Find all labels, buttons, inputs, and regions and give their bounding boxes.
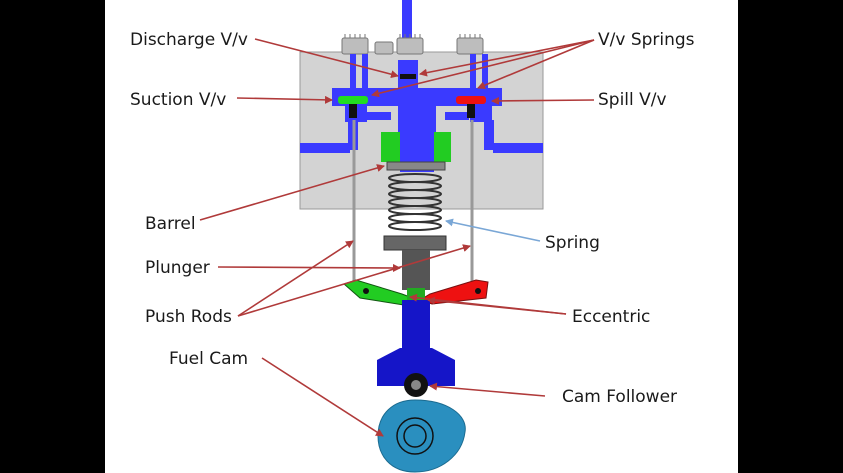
label-spring: Spring: [545, 233, 600, 253]
push-rods: [352, 120, 474, 285]
label-fuel-cam: Fuel Cam: [169, 349, 248, 369]
cam-follower: [404, 373, 428, 397]
label-eccentric: Eccentric: [572, 307, 650, 327]
discharge-valve: [400, 74, 416, 79]
label-cam-follower: Cam Follower: [562, 387, 677, 407]
label-plunger: Plunger: [145, 258, 210, 278]
label-suction-valve: Suction V/v: [130, 90, 226, 110]
suction-valve: [338, 96, 368, 118]
discharge-pipe: [402, 0, 412, 60]
label-spill-valve: Spill V/v: [598, 90, 667, 110]
plunger-spring: [383, 161, 447, 251]
label-push-rods: Push Rods: [145, 307, 232, 327]
label-barrel: Barrel: [145, 214, 196, 234]
plunger: [402, 250, 430, 290]
fuel-cam: [377, 399, 466, 473]
spill-valve: [456, 96, 486, 118]
spring-arrow: [445, 218, 541, 242]
annotation-arrows: [199, 38, 595, 437]
label-discharge-valve: Discharge V/v: [130, 30, 248, 50]
label-valve-springs: V/v Springs: [598, 30, 695, 50]
follower-stem: [377, 300, 455, 386]
valve-spring-caps: [341, 34, 484, 55]
